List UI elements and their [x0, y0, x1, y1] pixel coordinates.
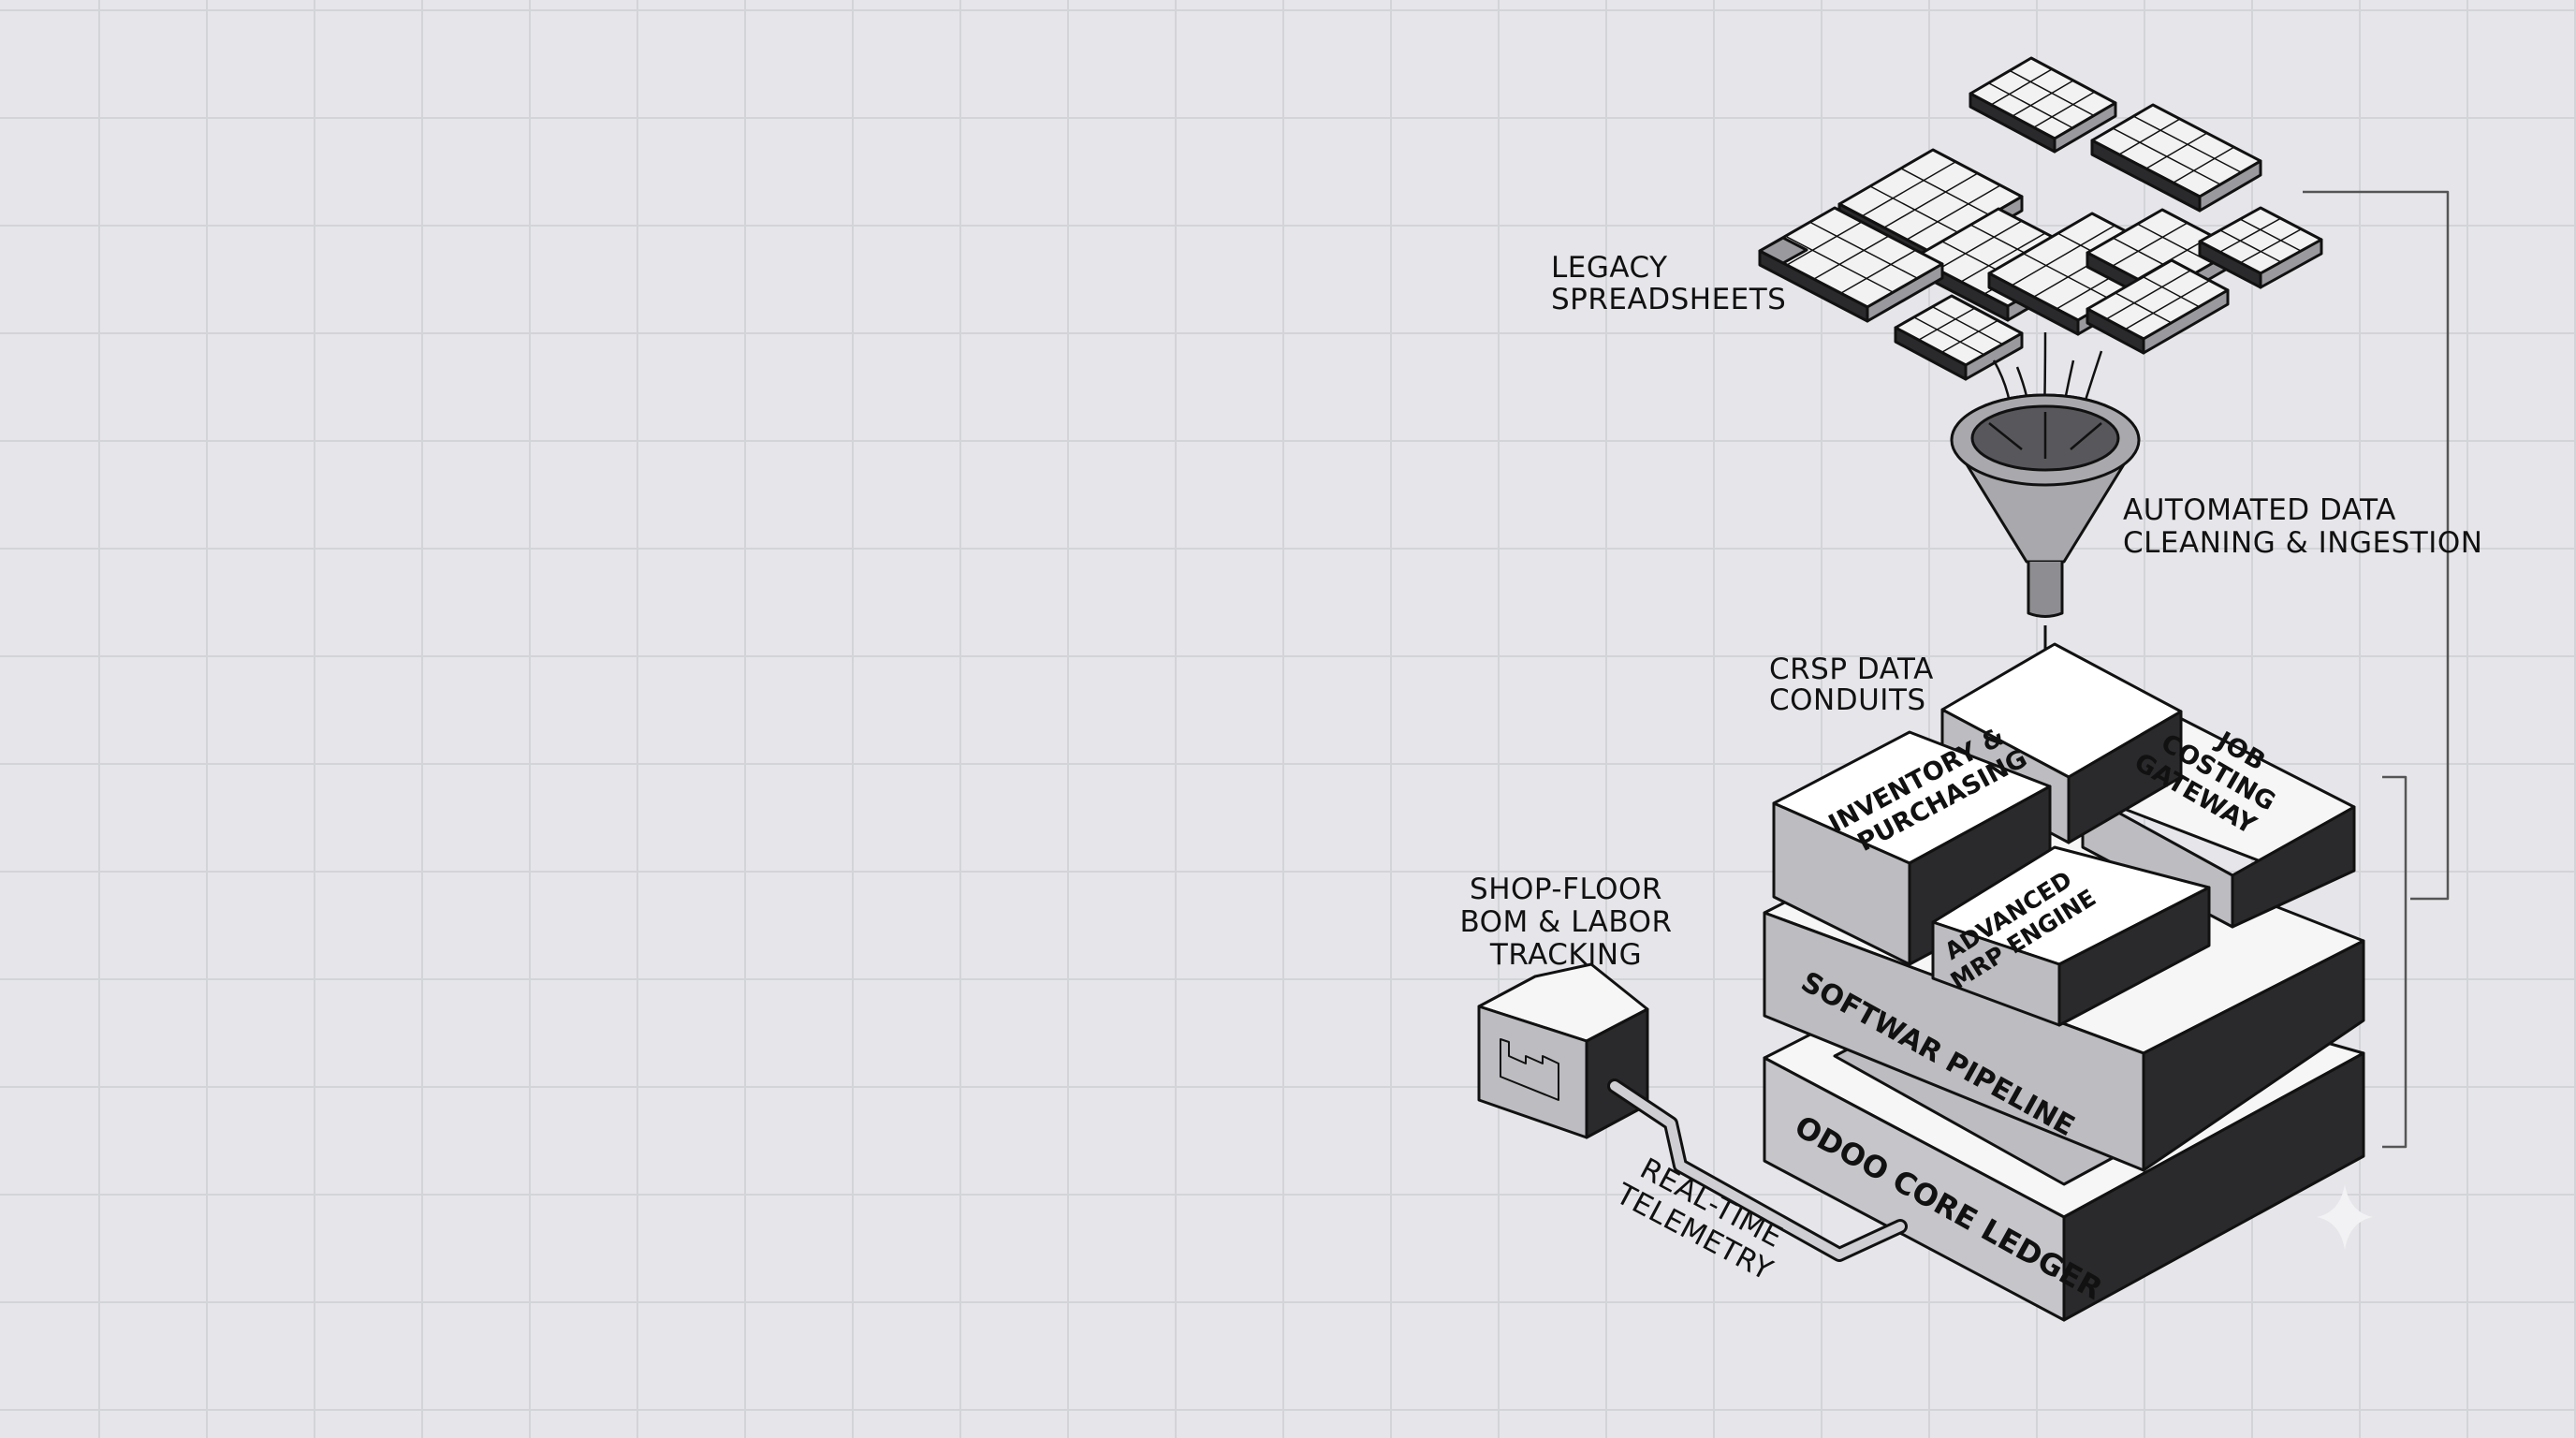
legacy-spreadsheets-cluster — [1758, 56, 2323, 381]
spreadsheet-tile — [2086, 258, 2230, 355]
label-text: SPREADSHEETS — [1551, 283, 1786, 316]
spreadsheet-tile — [2090, 103, 2262, 213]
label-text: LEGACY — [1551, 251, 1668, 285]
shop-floor-terminal — [1477, 962, 1649, 1139]
label-text: BOM & LABOR — [1459, 905, 1672, 939]
ingestion-funnel — [1950, 393, 2141, 618]
sparkle-icon — [2317, 1184, 2373, 1250]
label-real-time-telemetry: REAL-TIME TELEMETRY — [1610, 1152, 1788, 1287]
label-text: TRACKING — [1489, 938, 1642, 972]
bracket-ingestion — [2303, 190, 2450, 901]
spreadsheet-tile — [1969, 56, 2117, 154]
label-shop-floor: SHOP-FLOOR BOM & LABOR TRACKING — [1459, 873, 1672, 972]
bracket-core — [2382, 775, 2408, 1149]
spreadsheet-tile — [1894, 294, 2024, 381]
label-automated-cleaning: AUTOMATED DATA CLEANING & INGESTION — [2123, 493, 2482, 560]
label-text: SHOP-FLOOR — [1470, 873, 1662, 906]
factory-icon — [1500, 1038, 1559, 1101]
advanced-mrp-engine-block — [1931, 845, 2211, 1027]
label-text: CLEANING & INGESTION — [2123, 526, 2482, 560]
label-crsp-data-conduits: CRSP DATA CONDUITS — [1769, 653, 1934, 717]
label-text: CONDUITS — [1769, 683, 1926, 717]
label-legacy-spreadsheets: LEGACY SPREADSHEETS — [1551, 251, 1786, 316]
label-text: CRSP DATA — [1769, 653, 1934, 686]
spreadsheet-tile — [1758, 206, 1944, 323]
label-text: AUTOMATED DATA — [2123, 493, 2396, 527]
spreadsheet-tile — [2198, 206, 2323, 289]
telemetry-cable — [1607, 1078, 1908, 1262]
